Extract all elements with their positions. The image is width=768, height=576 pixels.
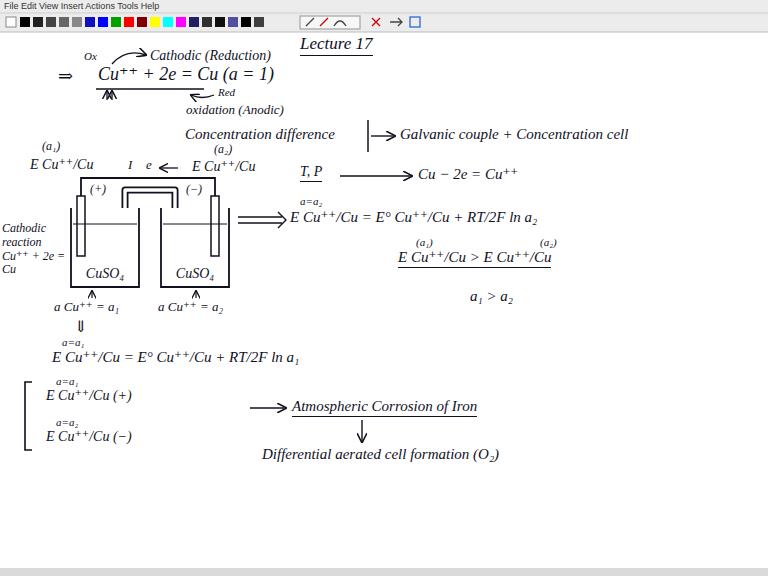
leads-to-arrow (250, 407, 286, 408)
note-text: E Cu⁺⁺/Cu (30, 157, 93, 173)
note-text: oxidation (Anodic) (186, 103, 284, 118)
equation-underline (96, 88, 204, 90)
toolbar-background (0, 0, 768, 32)
solution-level (163, 224, 227, 225)
implies-arrow (278, 212, 286, 228)
beaker: CuSO₄ (160, 208, 230, 288)
note-text: a=a₂ (300, 195, 322, 208)
up-arrow (111, 91, 112, 100)
bracket-bar (367, 120, 369, 152)
toolbar-border (0, 32, 768, 33)
note-text: (a₁) (42, 140, 60, 154)
note-text: a=a₁ (62, 336, 84, 349)
electron-flow-arrow (160, 167, 178, 168)
note-text: Ox (84, 50, 97, 63)
note-text: I (128, 158, 132, 173)
bracket (25, 382, 32, 450)
note-text: a Cu⁺⁺ = a₁ (54, 300, 119, 315)
note-text: Cu − 2e = Cu⁺⁺ (418, 166, 518, 183)
note-text: Red (218, 86, 235, 99)
solution-label: CuSO₄ (86, 266, 124, 282)
status-bar (0, 568, 768, 576)
activity-pointer (195, 291, 196, 298)
note-text: E Cu⁺⁺/Cu = E° Cu⁺⁺/Cu + RT/2F ln a₂ (290, 209, 537, 226)
note-text: Galvanic couple + Concentration cell (400, 126, 628, 143)
note-text: Cu⁺⁺ + 2e = Cu (a = 1) (98, 64, 274, 85)
note-text: E Cu⁺⁺/Cu (+) (46, 388, 132, 404)
salt-bridge (125, 190, 175, 208)
toolbar-swatches (6, 17, 264, 27)
note-text: Atmospheric Corrosion of Iron (292, 398, 477, 417)
note-text: Differential aerated cell formation (O₂) (262, 446, 499, 463)
note-text: ⇓ (74, 318, 87, 336)
beaker: CuSO₄ (70, 208, 140, 288)
down-arrow (361, 420, 362, 442)
note-text: a₁ > a₂ (470, 288, 513, 305)
left-electrode (77, 196, 85, 256)
note-text: Concentration difference (185, 126, 335, 143)
external-wire (81, 178, 215, 256)
note-text: T, P (300, 164, 322, 182)
note-text: ⇒ (58, 66, 73, 87)
note-text: E Cu⁺⁺/Cu (−) (46, 429, 132, 445)
leads-to-arrow (340, 175, 412, 176)
note-text: (+) (90, 183, 106, 197)
lecture-title: Lecture 17 (300, 34, 373, 56)
note-text: (a₂) (540, 236, 557, 249)
reduction-arrow (112, 53, 146, 64)
note-text: E Cu⁺⁺/Cu > E Cu⁺⁺/Cu (398, 249, 551, 268)
note-text: Cathodic (Reduction) (150, 48, 271, 64)
note-text: (−) (186, 183, 202, 197)
implies-arrow (238, 222, 282, 223)
note-text: e (146, 158, 152, 173)
salt-bridge-group (125, 190, 175, 208)
activity-pointer (91, 291, 92, 298)
beaker-wall (71, 208, 139, 287)
note-text: E Cu⁺⁺/Cu (192, 159, 255, 175)
note-text: a=a₂ (56, 416, 78, 429)
note-text: (a₁) (416, 236, 433, 249)
note-text: E Cu⁺⁺/Cu = E° Cu⁺⁺/Cu + RT/2F ln a₁ (52, 349, 299, 366)
up-arrow (106, 91, 107, 100)
leads-to-arrow (371, 135, 395, 136)
note-text: a Cu⁺⁺ = a₂ (158, 300, 223, 315)
note-text: a=a₁ (56, 375, 78, 388)
note-text: Cathodic reaction Cu⁺⁺ + 2e = Cu (2, 222, 66, 277)
oxidation-arrow (191, 95, 214, 98)
right-electrode (211, 196, 219, 256)
salt-bridge-inner (125, 190, 175, 208)
solution-label: CuSO₄ (176, 266, 214, 282)
note-text: (a₂) (214, 143, 232, 157)
toolbar-divider (0, 13, 768, 14)
toolbar-tools (300, 16, 420, 29)
solution-level (73, 224, 137, 225)
implies-arrow (238, 216, 282, 217)
beaker-wall (161, 208, 229, 287)
menu-bar: File Edit View Insert Actions Tools Help (4, 1, 159, 11)
